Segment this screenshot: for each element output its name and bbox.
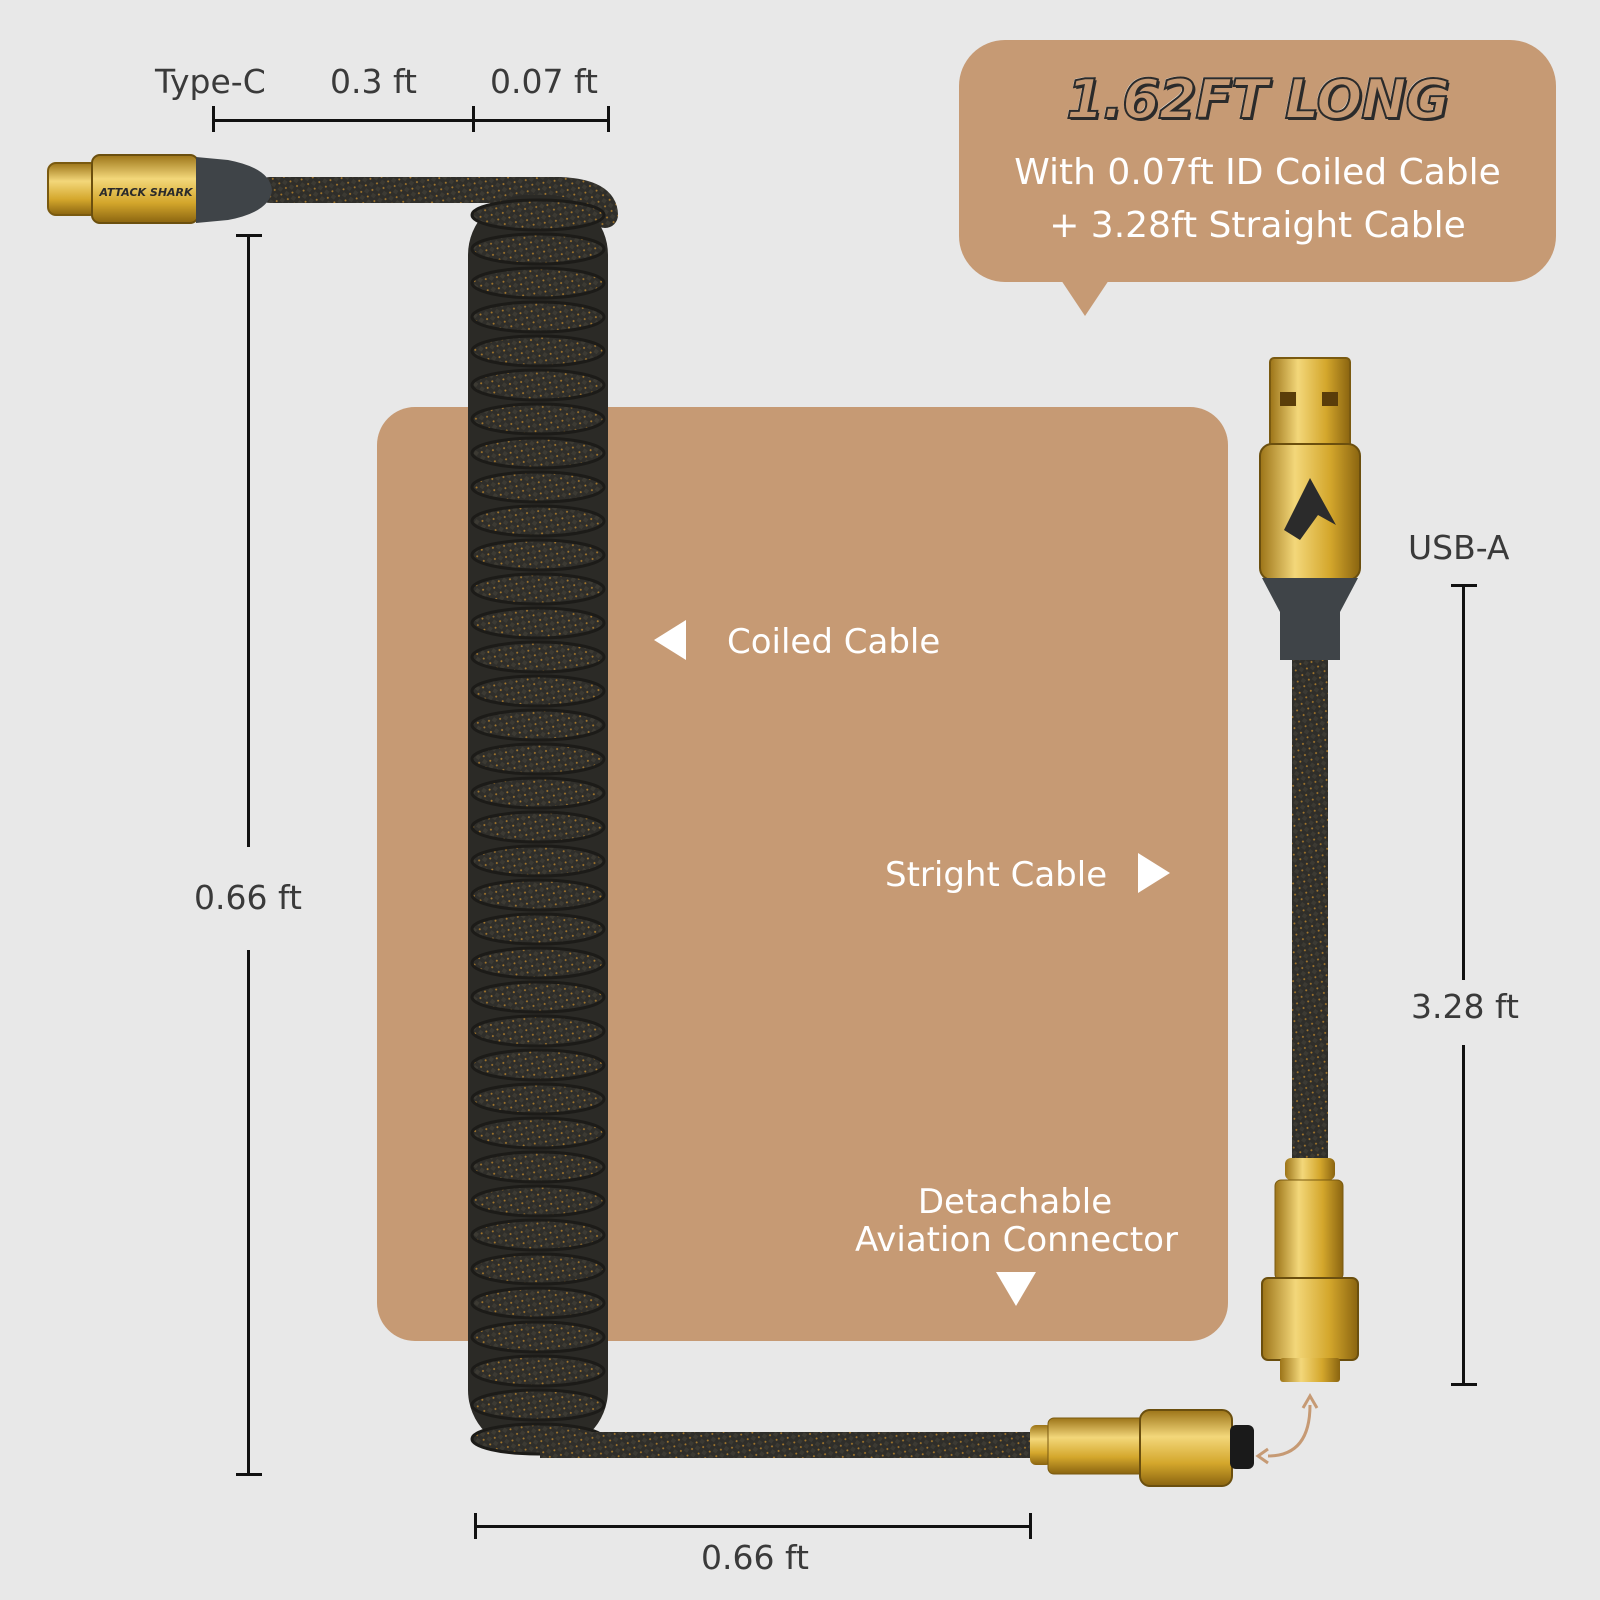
coil-loop <box>470 198 606 232</box>
coil-loop <box>470 878 606 912</box>
top-dimension-line <box>212 119 610 122</box>
bubble-subline-1: With 0.07ft ID Coiled Cable <box>1014 152 1501 193</box>
top-cable-segment <box>257 177 618 228</box>
coil-loop <box>470 776 606 810</box>
aviation-connector-male <box>1261 1158 1359 1382</box>
coil-loop <box>470 810 606 844</box>
coil-loop <box>470 368 606 402</box>
headline: 1.62FT LONG <box>1065 67 1451 132</box>
coil-loop <box>470 1354 606 1388</box>
coil-loop <box>470 1218 606 1252</box>
type-c-label: Type-C <box>155 62 266 101</box>
aviation-connector-female <box>1030 1409 1254 1487</box>
top-dimension-tick-mid <box>472 106 475 132</box>
detachable-label-line2: Aviation Connector <box>855 1220 1178 1260</box>
coil-loops <box>470 198 606 1456</box>
coil-loop <box>470 912 606 946</box>
right-dimension-line-lower <box>1462 1045 1465 1385</box>
coil-loop <box>470 334 606 368</box>
bottom-dimension: 0.66 ft <box>701 1538 809 1577</box>
coil-loop <box>470 640 606 674</box>
coil-loop <box>470 674 606 708</box>
headline-bubble <box>959 40 1556 282</box>
detachable-arrow-icon <box>996 1272 1036 1306</box>
detachable-label-line1: Detachable <box>917 1182 1113 1222</box>
straight-cable-label: Stright Cable <box>885 855 1108 895</box>
straight-arrow-icon <box>1138 853 1170 893</box>
coil-loop <box>470 1320 606 1354</box>
bottom-dimension-tick-left <box>474 1513 477 1539</box>
right-dimension-tick-top <box>1451 584 1477 587</box>
coil-loop <box>470 300 606 334</box>
connect-arrow-head-left <box>1255 1447 1269 1465</box>
coil-loop <box>470 606 606 640</box>
coil-loop <box>470 742 606 776</box>
coil-loop <box>470 572 606 606</box>
right-dimension-tick-bottom <box>1451 1383 1477 1386</box>
connect-arrow-head-up <box>1301 1393 1319 1409</box>
coil-loop <box>470 1252 606 1286</box>
brand-text: ATTACK SHARK <box>98 186 194 199</box>
connect-arrow <box>1267 1404 1312 1458</box>
coil-loop <box>470 708 606 742</box>
coil-loop <box>470 504 606 538</box>
coiled-cable-label: Coiled Cable <box>727 622 941 662</box>
coil-loop <box>470 436 606 470</box>
bubble-tail <box>1061 280 1109 316</box>
coil-loop <box>470 1388 606 1422</box>
coil-loop <box>470 538 606 572</box>
top-dimension-tick-right <box>607 106 610 132</box>
coil-loop <box>470 1184 606 1218</box>
left-dimension-tick-top <box>236 234 262 237</box>
coiled-arrow-icon <box>654 620 686 660</box>
coil-loop <box>470 1150 606 1184</box>
coil-loop <box>470 470 606 504</box>
straight-cable <box>1292 660 1328 1165</box>
bubble-subline-2: + 3.28ft Straight Cable <box>1049 205 1466 246</box>
right-dimension: 3.28 ft <box>1411 987 1519 1026</box>
usb-a-label: USB-A <box>1408 528 1510 567</box>
left-dimension-line-upper <box>247 235 250 847</box>
bottom-dimension-tick-right <box>1029 1513 1032 1539</box>
coil-loop <box>470 946 606 980</box>
top-left-dimension: 0.3 ft <box>330 62 417 101</box>
top-right-dimension: 0.07 ft <box>490 62 598 101</box>
coil-loop <box>470 1048 606 1082</box>
right-dimension-line-upper <box>1462 585 1465 980</box>
usb-a-connector <box>1259 357 1361 660</box>
coil-loop <box>470 1082 606 1116</box>
left-dimension-line-lower <box>247 950 250 1475</box>
coil-loop <box>470 844 606 878</box>
coil-loop <box>470 1014 606 1048</box>
type-c-connector: ATTACK SHARK <box>47 154 272 224</box>
coil-loop <box>470 232 606 266</box>
left-dimension: 0.66 ft <box>194 878 302 917</box>
coil-loop <box>470 1116 606 1150</box>
coil-loop <box>470 266 606 300</box>
left-dimension-tick-bottom <box>236 1473 262 1476</box>
bottom-dimension-line <box>474 1525 1030 1528</box>
top-dimension-tick-left <box>212 106 215 132</box>
coil-loop <box>470 1286 606 1320</box>
coil-loop <box>470 402 606 436</box>
coil-loop <box>470 980 606 1014</box>
